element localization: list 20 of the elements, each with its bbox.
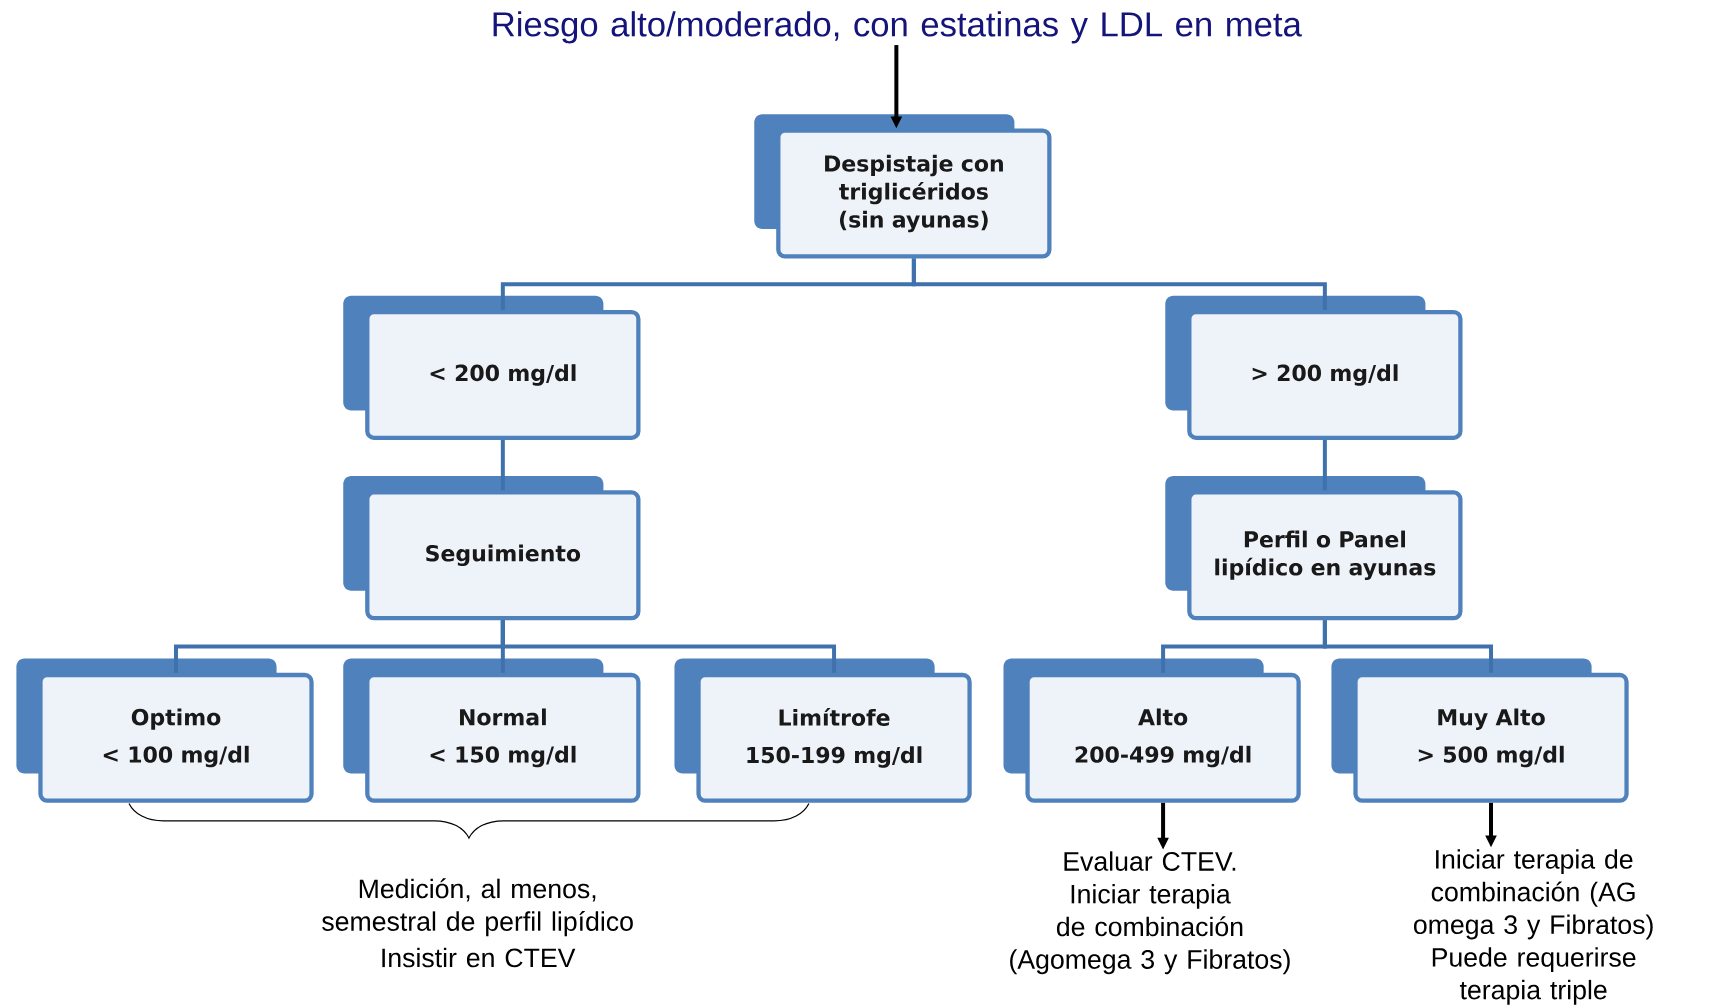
- connector-line: [911, 258, 1327, 310]
- process-box: Despistaje con triglicéridos (sin ayunas): [754, 114, 1052, 259]
- process-box: Alto 200-499 mg/dl: [1003, 658, 1301, 803]
- note-text: Insistir en CTEV: [382, 947, 576, 968]
- process-box: Normal < 150 mg/dl: [343, 658, 641, 803]
- process-box: < 200 mg/dl: [343, 295, 641, 440]
- note-text: Iniciar terapia de combinación (AG omega 3 y Fibratos) Puede requerirse terapia triple: [1414, 849, 1653, 1005]
- process-box: > 200 mg/dl: [1165, 295, 1463, 440]
- process-box: Optimo < 100 mg/dl: [16, 658, 314, 803]
- process-box: Muy Alto > 500 mg/dl: [1331, 658, 1629, 803]
- connector-line: [500, 440, 505, 491]
- note-text: Riesgo alto/moderado, con estatinas y LDL en meta: [493, 11, 1302, 44]
- note-text: Medición, al menos, semestral de perfil lipídico: [322, 878, 633, 937]
- note-text: Evaluar CTEV. Iniciar terapia de combinación (Agomega 3 y Fibratos): [1010, 851, 1290, 975]
- process-box: Seguimiento: [343, 476, 641, 621]
- process-box: Limítrofe 150-199 mg/dl: [674, 658, 972, 803]
- connector-line: [1322, 440, 1327, 491]
- connector-line: [500, 620, 837, 673]
- connector-line: [1322, 620, 1493, 673]
- process-box: Perfil o Panel lipídico en ayunas: [1165, 476, 1463, 621]
